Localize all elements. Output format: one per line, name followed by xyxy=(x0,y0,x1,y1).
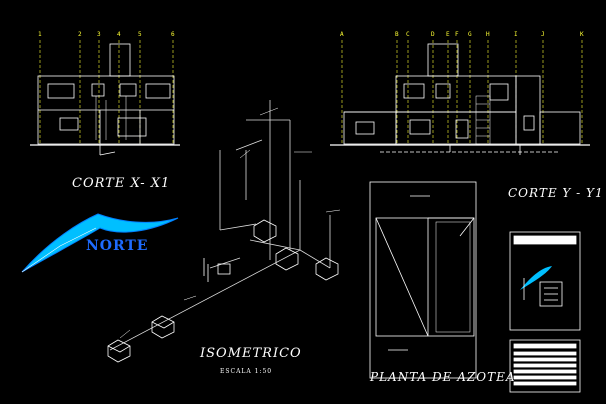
isometric-drawing xyxy=(107,100,341,363)
axis-label: 4 xyxy=(117,31,121,38)
axis-label: I xyxy=(514,31,518,38)
axis-label: 2 xyxy=(78,31,82,38)
axis-label: A xyxy=(340,31,344,38)
axis-label: D xyxy=(431,31,435,38)
north-arrow-label: NORTE xyxy=(86,238,149,254)
axis-label: H xyxy=(486,31,490,38)
isometric-title: ISOMETRICO xyxy=(200,346,302,361)
axis-label: J xyxy=(541,31,545,38)
isometric-scale: ESCALA 1:50 xyxy=(220,368,273,375)
title-block xyxy=(509,231,581,393)
axis-label: 1 xyxy=(38,31,42,38)
section-y1-drawing xyxy=(330,40,590,155)
axis-label: E xyxy=(446,31,450,38)
section-x1-title: CORTE X- X1 xyxy=(72,176,171,191)
axis-label: K xyxy=(580,31,584,38)
axis-label: C xyxy=(406,31,410,38)
axis-label: 5 xyxy=(138,31,142,38)
axis-label: G xyxy=(468,31,472,38)
north-arrow-graphic xyxy=(21,213,179,273)
roof-plan-drawing xyxy=(369,181,477,379)
roof-plan-title: PLANTA DE AZOTEA xyxy=(370,370,516,384)
axis-label: F xyxy=(455,31,459,38)
axis-label: B xyxy=(395,31,399,38)
axis-label: 6 xyxy=(171,31,175,38)
axis-label: 3 xyxy=(97,31,101,38)
section-y1-title: CORTE Y - Y1 xyxy=(508,186,604,200)
section-x1-drawing xyxy=(30,40,180,156)
